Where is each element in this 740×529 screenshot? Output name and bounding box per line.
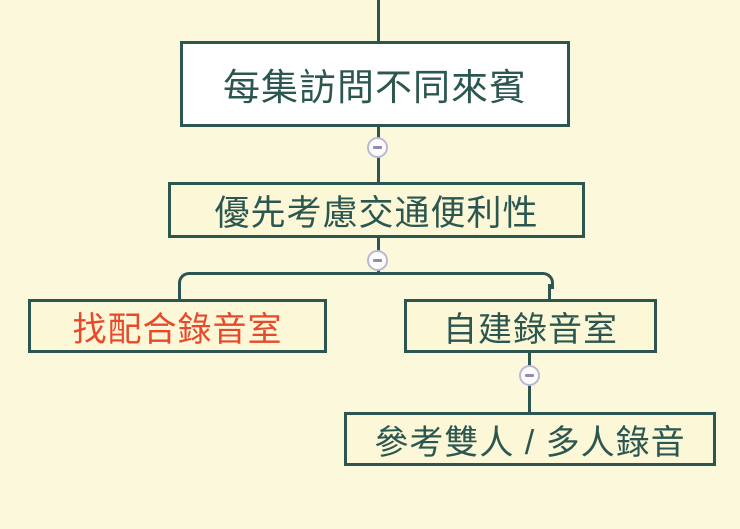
node-build-studio[interactable]: 自建錄音室 (404, 299, 657, 353)
connector-down-to-rent-studio (178, 284, 181, 300)
toggle-build-studio-collapse[interactable] (519, 365, 540, 386)
connector-elbow-right (537, 272, 554, 289)
node-multi-person-label: 參考雙人 / 多人錄音 (374, 423, 686, 462)
node-transport[interactable]: 優先考慮交通便利性 (168, 182, 585, 238)
connector-branch-bus-right (377, 272, 540, 275)
node-multi-person[interactable]: 參考雙人 / 多人錄音 (344, 412, 716, 466)
node-transport-label: 優先考慮交通便利性 (214, 193, 539, 233)
node-guest[interactable]: 每集訪問不同來賓 (180, 41, 570, 127)
connector-down-to-build-studio (548, 284, 551, 300)
toggle-transport-collapse[interactable] (367, 250, 388, 271)
connector-top-to-guest (377, 0, 380, 42)
connector-elbow-left (178, 272, 195, 289)
toggle-guest-collapse[interactable] (367, 137, 388, 158)
node-rent-studio[interactable]: 找配合錄音室 (28, 299, 327, 353)
node-guest-label: 每集訪問不同來賓 (223, 67, 527, 108)
minus-icon (373, 146, 382, 149)
node-rent-studio-label: 找配合錄音室 (72, 310, 283, 349)
minus-icon (525, 374, 534, 377)
connector-branch-bus-left (190, 272, 379, 275)
node-build-studio-label: 自建錄音室 (443, 310, 618, 349)
minus-icon (373, 259, 382, 262)
